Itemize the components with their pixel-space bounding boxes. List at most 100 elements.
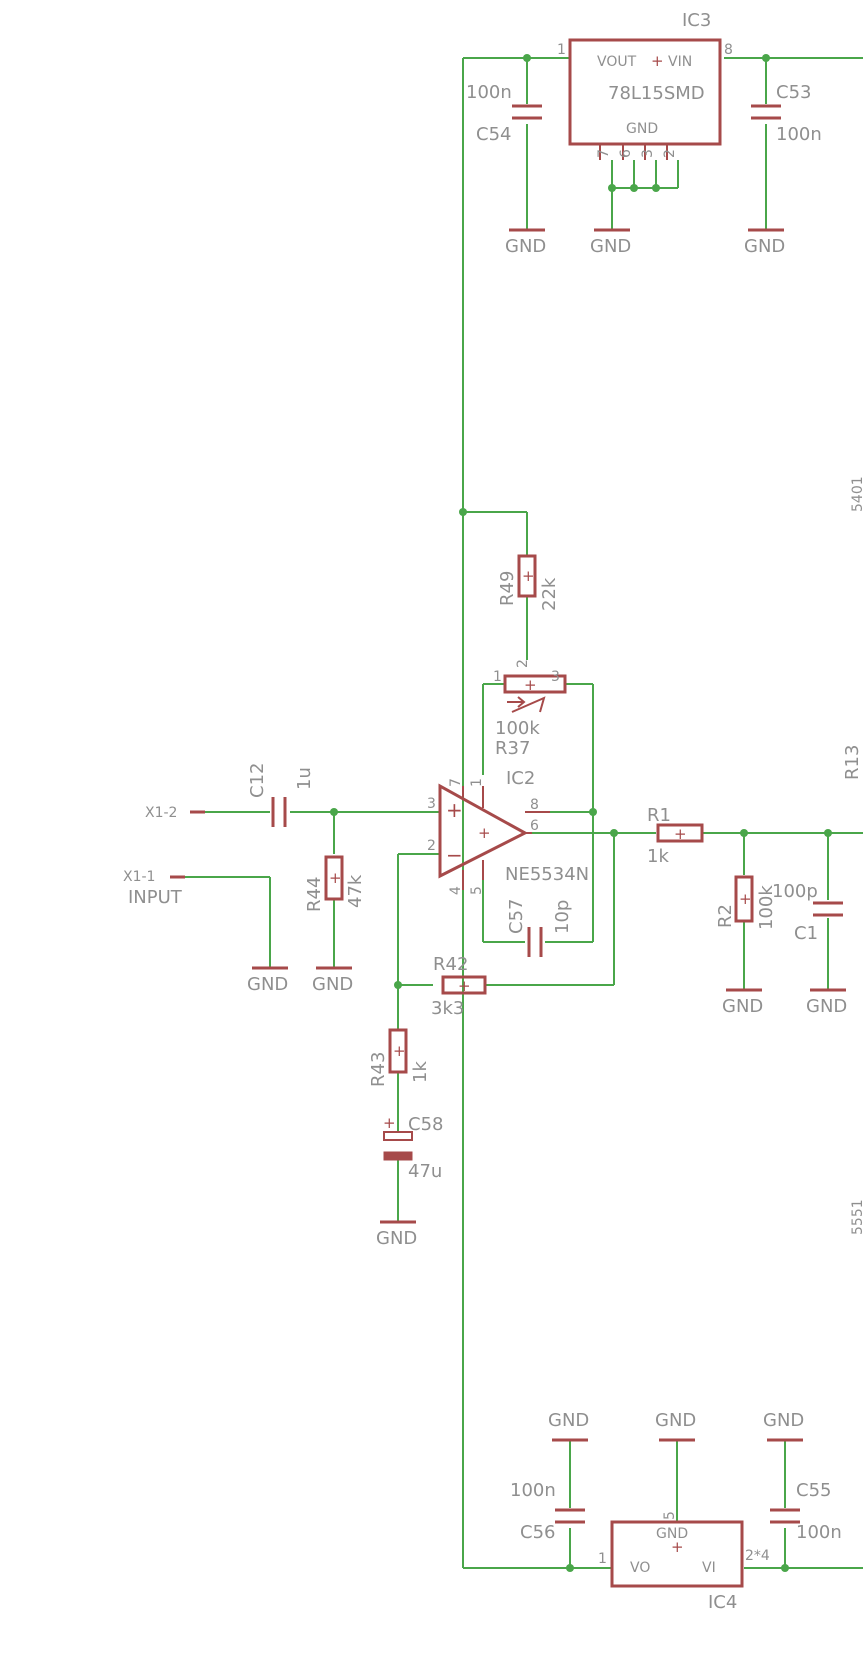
ic4-pin-vi: VI xyxy=(702,1560,716,1576)
ic2-pin8: 8 xyxy=(530,797,539,813)
input-label: INPUT xyxy=(128,887,183,908)
c57-value: 10p xyxy=(552,900,573,934)
c55-name: C55 xyxy=(796,1480,831,1501)
ic2-name: IC2 xyxy=(506,768,535,789)
c56-capacitor: 100n C56 xyxy=(510,1480,585,1543)
r2-name: R2 xyxy=(715,904,736,928)
gnd-label: GND xyxy=(505,236,546,257)
ic2-pin5: 5 xyxy=(469,886,485,895)
r37-trimmer: + 1 2 3 100k R37 xyxy=(493,659,567,759)
ic3-plus: + xyxy=(651,52,664,70)
r1-value: 1k xyxy=(647,846,669,867)
r43-value: 1k xyxy=(410,1061,431,1083)
gnd-label: GND xyxy=(376,1228,417,1249)
x1-1-label: X1-1 xyxy=(123,869,155,885)
c1-name: C1 xyxy=(794,923,818,944)
r37-pin3: 3 xyxy=(551,669,560,685)
c53-name: C53 xyxy=(776,82,811,103)
ic4-pin-gnd: GND xyxy=(656,1526,688,1542)
r37-pin2: 2 xyxy=(515,659,531,668)
c53-capacitor: C53 100n xyxy=(751,82,822,145)
gnd-symbol: GND xyxy=(312,966,353,995)
ic2-pin1: 1 xyxy=(469,778,485,787)
r44-resistor: + R44 47k xyxy=(304,855,366,912)
gnd-label: GND xyxy=(548,1410,589,1431)
ic4-regulator: GND + VO VI 1 5 2*4 IC4 xyxy=(598,1511,770,1613)
r42-resistor: + R42 3k3 xyxy=(431,954,487,1019)
gnd-symbol: GND xyxy=(590,228,631,257)
gnd-symbol: GND xyxy=(505,228,546,257)
c1-value: 100p xyxy=(772,881,818,902)
ic2-pin3: 3 xyxy=(427,796,436,812)
r49-name: R49 xyxy=(497,571,518,606)
svg-text:+: + xyxy=(478,824,491,842)
r43-name: R43 xyxy=(368,1052,389,1087)
ic3-regulator: VOUT + VIN 78L15SMD GND 1 8 7 6 3 2 IC3 xyxy=(557,10,733,188)
svg-text:+: + xyxy=(458,977,471,995)
ic3-pin-gnd: GND xyxy=(626,121,658,137)
r44-name: R44 xyxy=(304,877,325,912)
ic2-pin4: 4 xyxy=(448,886,464,895)
ic3-pin1: 1 xyxy=(557,42,566,58)
gnd-label: GND xyxy=(763,1410,804,1431)
svg-text:+: + xyxy=(524,676,537,694)
c56-value: 100n xyxy=(510,1480,556,1501)
ic2-minus: − xyxy=(446,843,463,867)
ic2-pin6: 6 xyxy=(530,818,539,834)
edge-label-r13: R13 xyxy=(842,745,863,780)
r1-resistor: + R1 1k xyxy=(647,805,704,867)
r42-value: 3k3 xyxy=(431,998,464,1019)
gnd-symbol: GND xyxy=(247,966,288,995)
c58-value: 47u xyxy=(408,1161,442,1182)
ic3-value: 78L15SMD xyxy=(608,83,705,104)
x1-2-connector: X1-2 xyxy=(145,805,205,821)
svg-text:+: + xyxy=(329,869,342,887)
r44-value: 47k xyxy=(345,874,366,908)
x1-1-connector: X1-1 INPUT xyxy=(123,869,185,908)
c56-name: C56 xyxy=(520,1522,555,1543)
edge-label-5401: 5401 xyxy=(850,476,863,512)
gnd-symbol: GND xyxy=(655,1410,696,1442)
ic2-pin2: 2 xyxy=(427,838,436,854)
gnd-label: GND xyxy=(806,996,847,1017)
c12-name: C12 xyxy=(247,763,268,798)
c1-capacitor: 100p C1 xyxy=(772,881,843,944)
ic2-pin7: 7 xyxy=(448,778,464,787)
gnd-label: GND xyxy=(744,236,785,257)
c58-plus: + xyxy=(383,1114,396,1132)
gnd-label: GND xyxy=(590,236,631,257)
r37-value: 100k xyxy=(495,718,540,739)
r42-name: R42 xyxy=(433,954,468,975)
r1-name: R1 xyxy=(647,805,671,826)
c12-value: 1u xyxy=(294,767,315,790)
c54-capacitor: 100n C54 xyxy=(466,82,542,145)
ic3-pin6: 6 xyxy=(618,149,634,158)
ic3-pin-vout: VOUT xyxy=(597,54,637,70)
r2-value: 100k xyxy=(756,885,777,930)
c54-value: 100n xyxy=(466,82,512,103)
ic3-name: IC3 xyxy=(682,10,711,31)
ic4-name: IC4 xyxy=(708,1592,737,1613)
edge-label-5551: 5551 xyxy=(850,1199,863,1235)
svg-text:+: + xyxy=(522,567,535,585)
c57-capacitor: C57 10p xyxy=(506,899,573,957)
ic2-value: NE5534N xyxy=(505,864,589,885)
ic3-pin7: 7 xyxy=(596,149,612,158)
svg-text:+: + xyxy=(674,825,687,843)
c55-value: 100n xyxy=(796,1522,842,1543)
gnd-symbol: GND xyxy=(763,1410,804,1442)
ic4-pin-vo: VO xyxy=(630,1560,650,1576)
gnd-symbol: GND xyxy=(548,1410,589,1442)
gnd-label: GND xyxy=(722,996,763,1017)
c58-name: C58 xyxy=(408,1114,443,1135)
svg-text:+: + xyxy=(739,890,752,908)
gnd-label: GND xyxy=(655,1410,696,1431)
x1-2-label: X1-2 xyxy=(145,805,177,821)
gnd-symbol: GND xyxy=(376,1220,417,1249)
ic4-plus: + xyxy=(671,1538,684,1556)
ic3-pin3: 3 xyxy=(640,149,656,158)
r49-value: 22k xyxy=(539,577,560,611)
gnd-symbol: GND xyxy=(722,988,763,1017)
ic3-pin2: 2 xyxy=(662,149,678,158)
